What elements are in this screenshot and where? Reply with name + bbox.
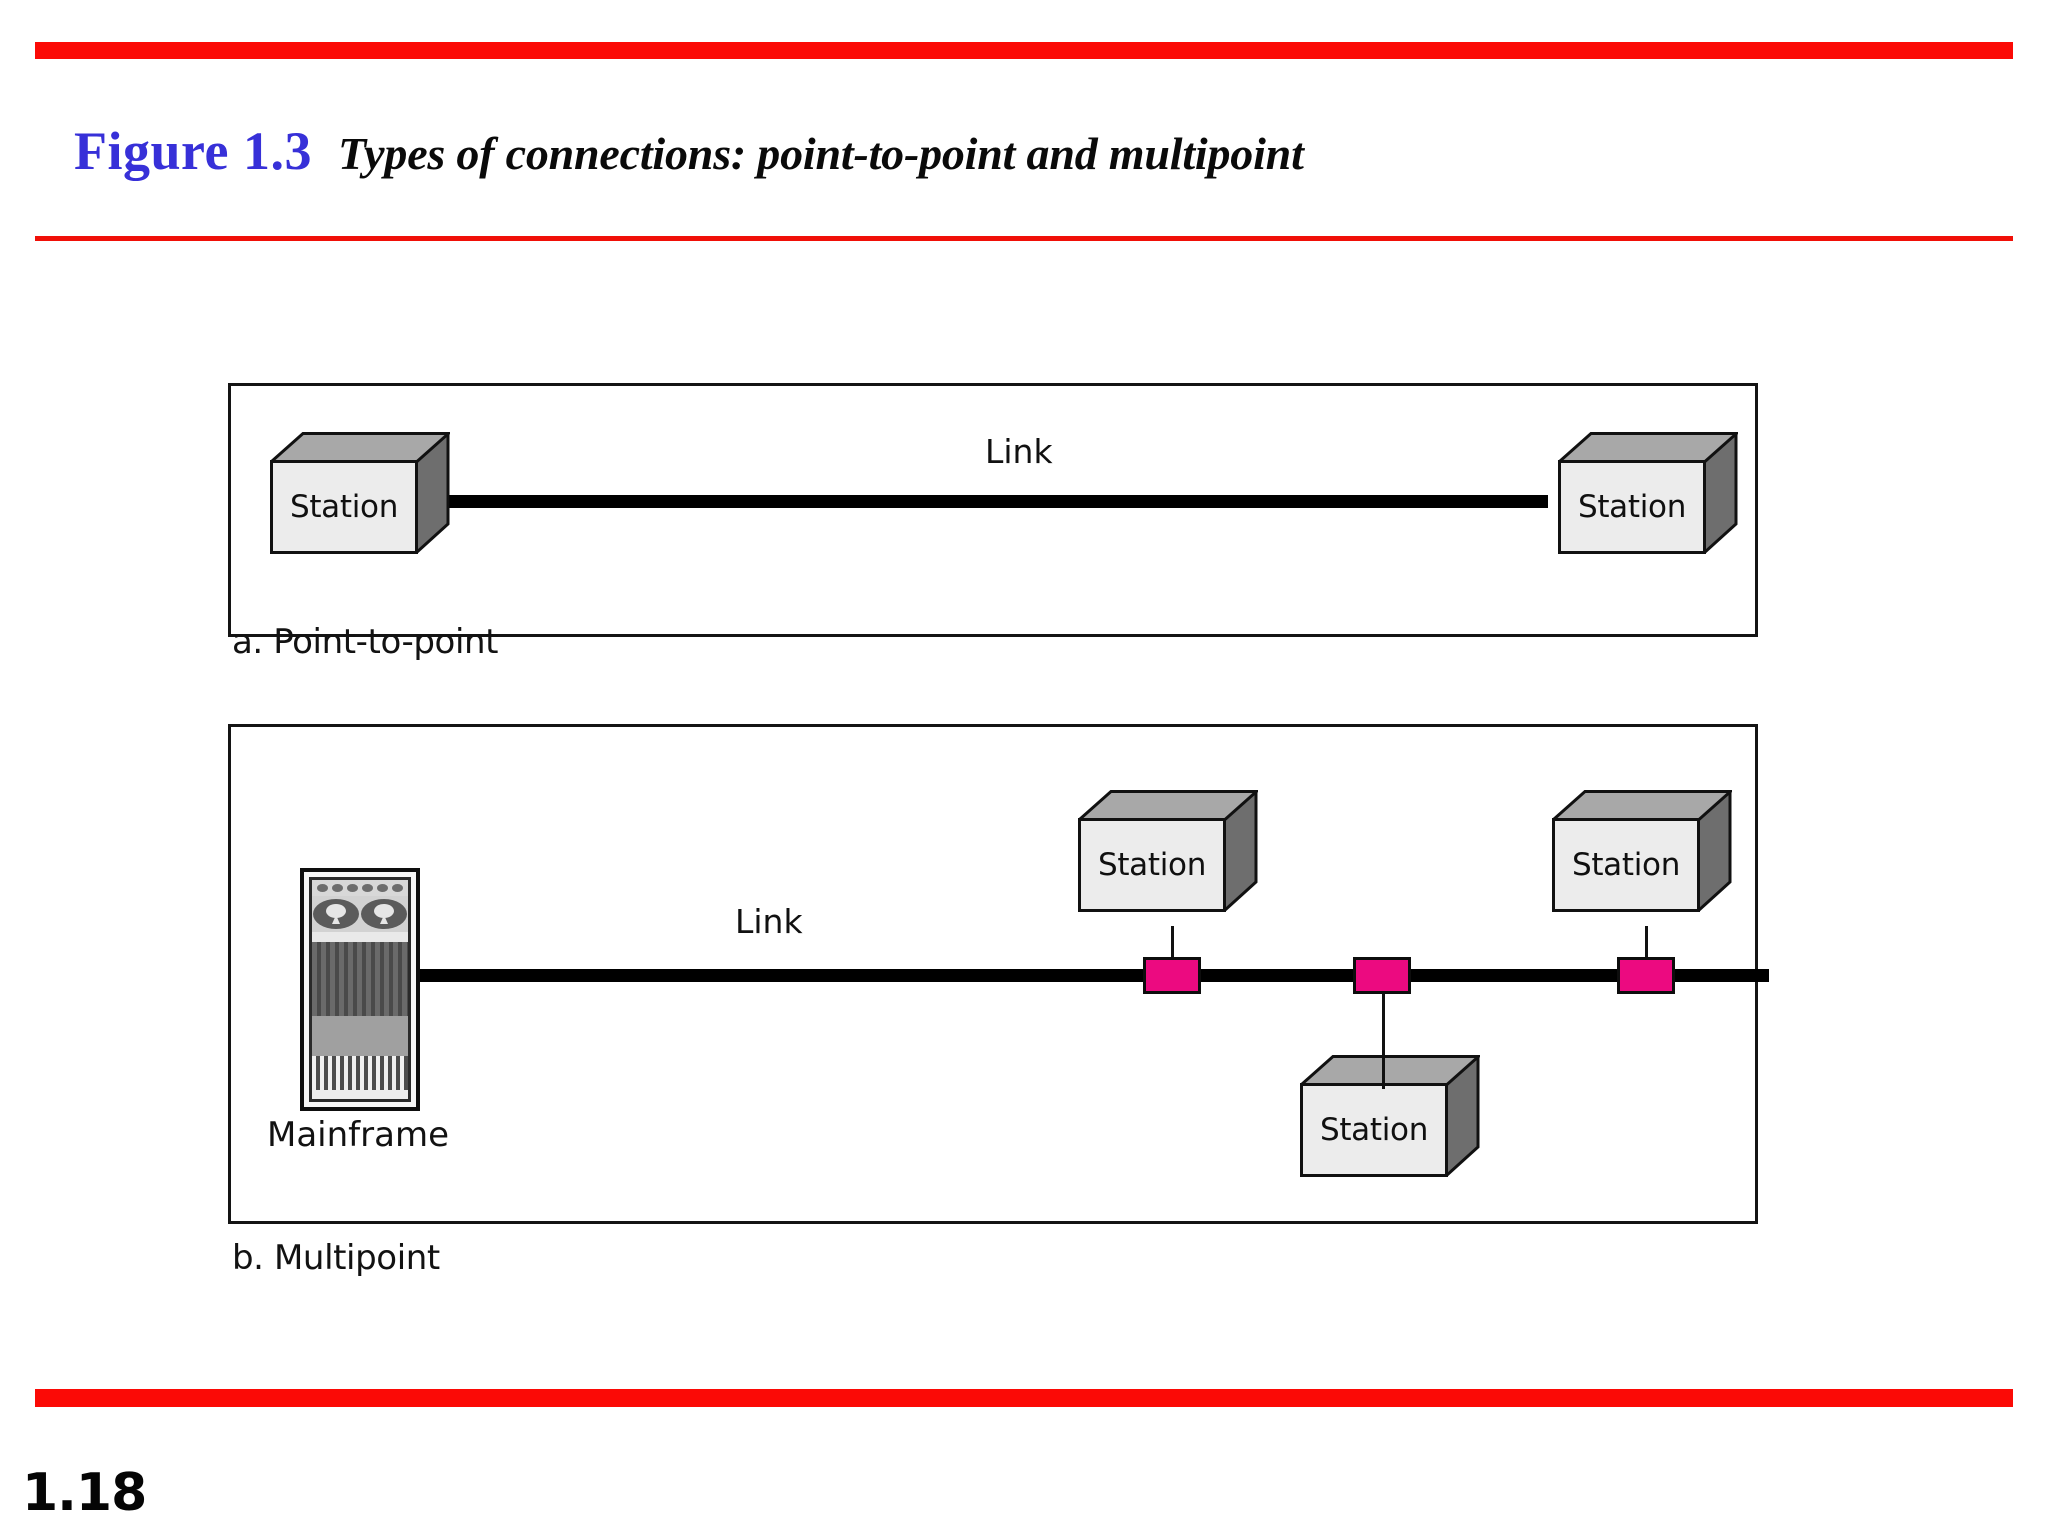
- panel-caption-multipoint: b. Multipoint: [232, 1238, 440, 1278]
- station-box-b-top-left: Station: [1078, 790, 1258, 912]
- tap-connector-3: [1617, 957, 1675, 994]
- tape-reel-left-icon: [313, 899, 359, 929]
- station-label: Station: [289, 489, 399, 525]
- mainframe-lower-vents: [312, 1056, 408, 1090]
- station-top-face-icon: [1078, 790, 1258, 821]
- mainframe-divider: [312, 932, 408, 942]
- station-top-face-icon: [1300, 1055, 1480, 1086]
- station-box-b-top-right: Station: [1552, 790, 1732, 912]
- mainframe-blank-panel: [312, 1016, 408, 1056]
- bottom-accent-rule: [35, 1389, 2013, 1407]
- station-top-face-icon: [270, 432, 450, 463]
- station-front-face: Station: [1558, 460, 1706, 554]
- station-front-face: Station: [1078, 818, 1226, 912]
- station-top-face-icon: [1558, 432, 1738, 463]
- station-front-face: Station: [270, 460, 418, 554]
- station-label: Station: [1577, 489, 1687, 525]
- figure-number: Figure 1.3: [74, 121, 312, 181]
- drop-line-station-2: [1645, 926, 1648, 978]
- station-label: Station: [1319, 1112, 1429, 1148]
- drop-line-station-3: [1382, 976, 1385, 1089]
- tape-reel-right-icon: [361, 899, 407, 929]
- slide-number: 1.18: [22, 1463, 147, 1523]
- station-box-b-bottom: Station: [1300, 1055, 1480, 1177]
- station-box-a-right: Station: [1558, 432, 1738, 554]
- station-top-face-icon: [1552, 790, 1732, 821]
- figure-title: Figure 1.3 Types of connections: point-t…: [74, 120, 1304, 182]
- figure-caption: Types of connections: point-to-point and…: [337, 128, 1304, 179]
- title-divider-rule: [35, 236, 2013, 241]
- station-box-a-left: Station: [270, 432, 450, 554]
- tap-connector-2: [1353, 957, 1411, 994]
- mainframe-indicator-lights: [312, 880, 408, 896]
- station-front-face: Station: [1300, 1083, 1448, 1177]
- mainframe-icon: [300, 868, 420, 1111]
- panel-caption-point-to-point: a. Point-to-point: [232, 622, 499, 662]
- station-label: Station: [1571, 847, 1681, 883]
- station-front-face: Station: [1552, 818, 1700, 912]
- link-line-point-to-point: [448, 495, 1548, 508]
- tap-connector-1: [1143, 957, 1201, 994]
- link-line-multipoint: [420, 969, 1769, 982]
- panel-point-to-point: [228, 383, 1758, 637]
- top-accent-rule: [35, 42, 2013, 59]
- mainframe-upper-vents: [312, 942, 408, 1016]
- mainframe-base: [312, 1090, 408, 1099]
- mainframe-cabinet: [309, 877, 411, 1102]
- mainframe-tape-reels: [312, 896, 408, 932]
- mainframe-label: Mainframe: [267, 1115, 449, 1155]
- drop-line-station-1: [1171, 926, 1174, 978]
- link-label-multipoint: Link: [735, 902, 803, 941]
- link-label-point-to-point: Link: [985, 432, 1053, 471]
- station-label: Station: [1097, 847, 1207, 883]
